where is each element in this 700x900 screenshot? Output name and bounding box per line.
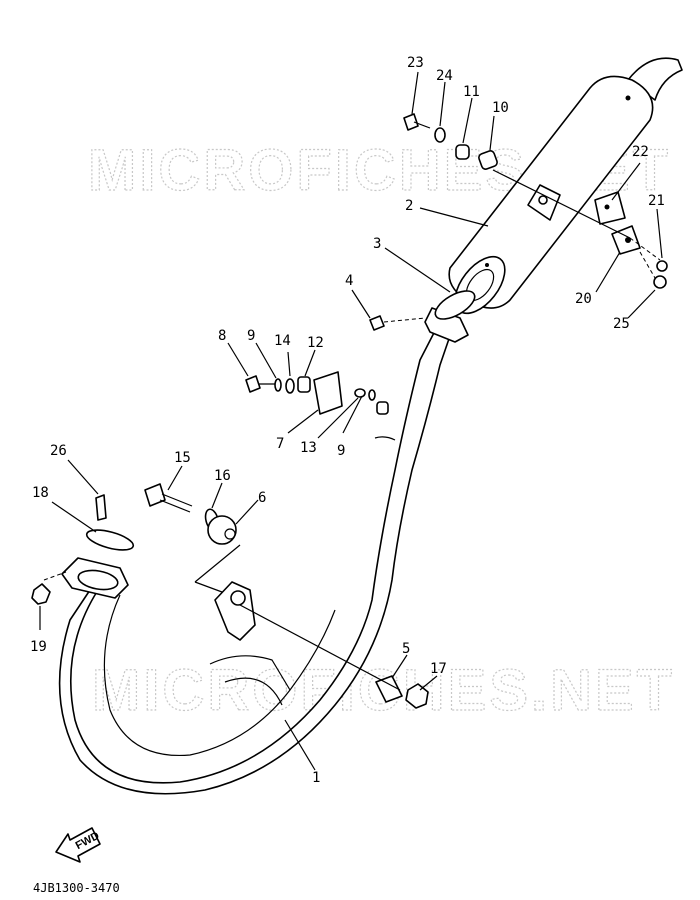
callout-8: 8 (218, 328, 226, 344)
callout-23: 23 (407, 55, 424, 71)
callout-16: 16 (214, 468, 231, 484)
leader-lines (39, 71, 663, 771)
callout-17: 17 (430, 661, 447, 677)
gasket-18 (85, 529, 135, 551)
callout-9a: 9 (247, 328, 255, 344)
callout-5: 5 (402, 641, 410, 657)
part-callouts: 1 2 3 4 5 6 7 8 9 9 10 11 12 13 14 15 16… (30, 55, 665, 786)
nut-19 (31, 583, 51, 605)
callout-25: 25 (613, 316, 630, 332)
callout-13: 13 (300, 440, 317, 456)
nut-17 (405, 683, 429, 709)
callout-12: 12 (307, 335, 324, 351)
callout-21: 21 (648, 193, 665, 209)
callout-22: 22 (632, 144, 649, 160)
callout-7: 7 (276, 436, 284, 452)
callout-26: 26 (50, 443, 67, 459)
callout-20: 20 (575, 291, 592, 307)
callout-9b: 9 (337, 443, 345, 459)
stud-26 (95, 494, 107, 521)
callout-19: 19 (30, 639, 47, 655)
mount-hardware-upper (245, 371, 389, 415)
gasket-3 (434, 290, 476, 320)
callout-24: 24 (436, 68, 453, 84)
callout-15: 15 (174, 450, 191, 466)
callout-6: 6 (258, 490, 266, 506)
callout-4: 4 (345, 273, 353, 289)
callout-18: 18 (32, 485, 49, 501)
callout-14: 14 (274, 333, 291, 349)
fwd-arrow-icon: FWD (55, 827, 101, 863)
bracket-22 (594, 191, 626, 225)
collar-5 (375, 675, 403, 703)
callout-3: 3 (373, 236, 381, 252)
callout-1: 1 (312, 770, 320, 786)
diagram-code: 4JB1300-3470 (33, 881, 120, 895)
callout-10: 10 (492, 100, 509, 116)
callout-11: 11 (463, 84, 480, 100)
mount-hardware-lower (144, 483, 241, 593)
muffler-hardware (403, 113, 498, 170)
expansion-chamber (58, 307, 469, 795)
callout-2: 2 (405, 198, 413, 214)
